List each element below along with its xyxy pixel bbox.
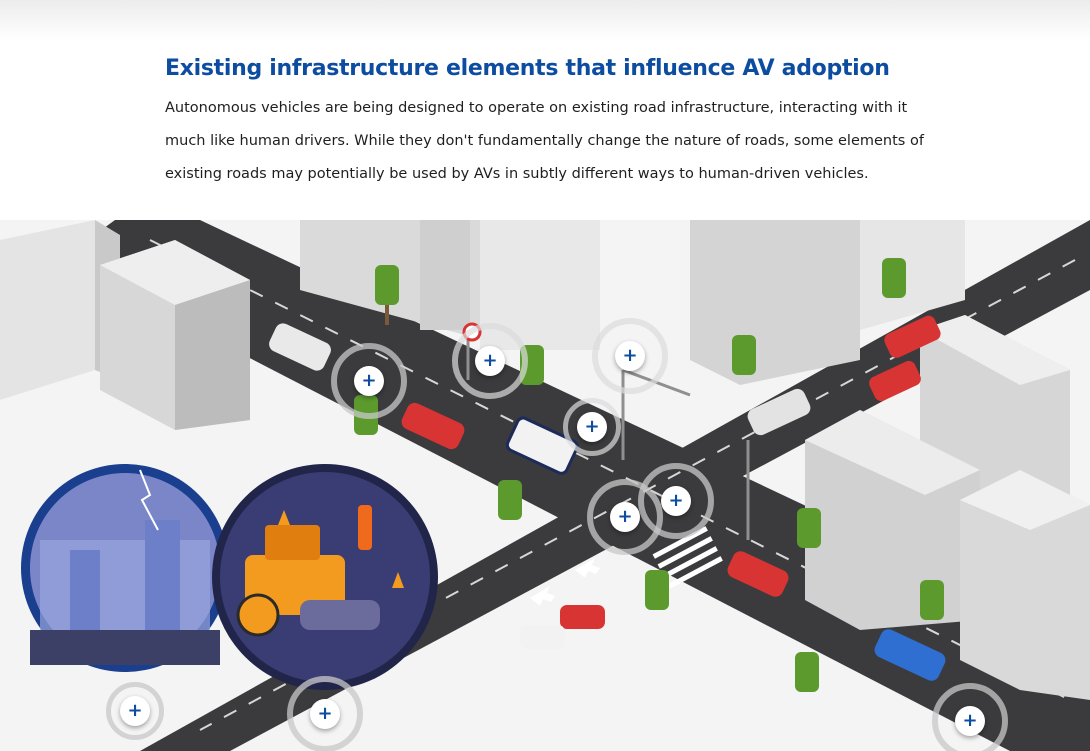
plus-icon: + — [610, 502, 640, 532]
trees — [354, 258, 944, 692]
city-scene-svg — [0, 220, 1090, 751]
hotspot-roadworks[interactable]: + — [932, 683, 1008, 751]
hotspot-av-shuttle-stop[interactable]: + — [563, 398, 621, 456]
building-left-2 — [100, 240, 250, 430]
hotspot-street-parking[interactable]: + — [331, 343, 407, 419]
hotspot-streetlight[interactable]: + — [592, 318, 668, 394]
hotspot-intersection-crossing[interactable]: + — [587, 479, 663, 555]
weather-bubble — [21, 464, 229, 672]
top-gradient — [0, 0, 1090, 40]
plus-icon: + — [955, 706, 985, 736]
plus-icon: + — [354, 366, 384, 396]
building-top-center — [300, 220, 600, 350]
building-right-lower — [805, 410, 980, 630]
hotspot-road-sign[interactable]: + — [452, 323, 528, 399]
road-arrows — [530, 558, 600, 606]
plus-icon: + — [577, 412, 607, 442]
plus-icon: + — [615, 341, 645, 371]
lane-marking-main — [149, 239, 1071, 701]
plus-icon: + — [475, 346, 505, 376]
plus-icon: + — [120, 696, 150, 726]
city-infrastructure-illustration: + + + + + + + + + — [0, 220, 1090, 751]
intro-section: Existing infrastructure elements that in… — [165, 52, 925, 191]
hotspot-road-maintenance[interactable]: + — [287, 676, 363, 751]
building-right-front — [960, 470, 1090, 700]
maintenance-bubble — [212, 464, 438, 690]
plus-icon: + — [310, 699, 340, 729]
intro-paragraph: Autonomous vehicles are being designed t… — [165, 100, 924, 182]
plus-icon: + — [661, 486, 691, 516]
hotspot-weather-conditions[interactable]: + — [106, 682, 164, 740]
page-title: Existing infrastructure elements that in… — [165, 56, 890, 81]
vehicles — [269, 315, 946, 681]
